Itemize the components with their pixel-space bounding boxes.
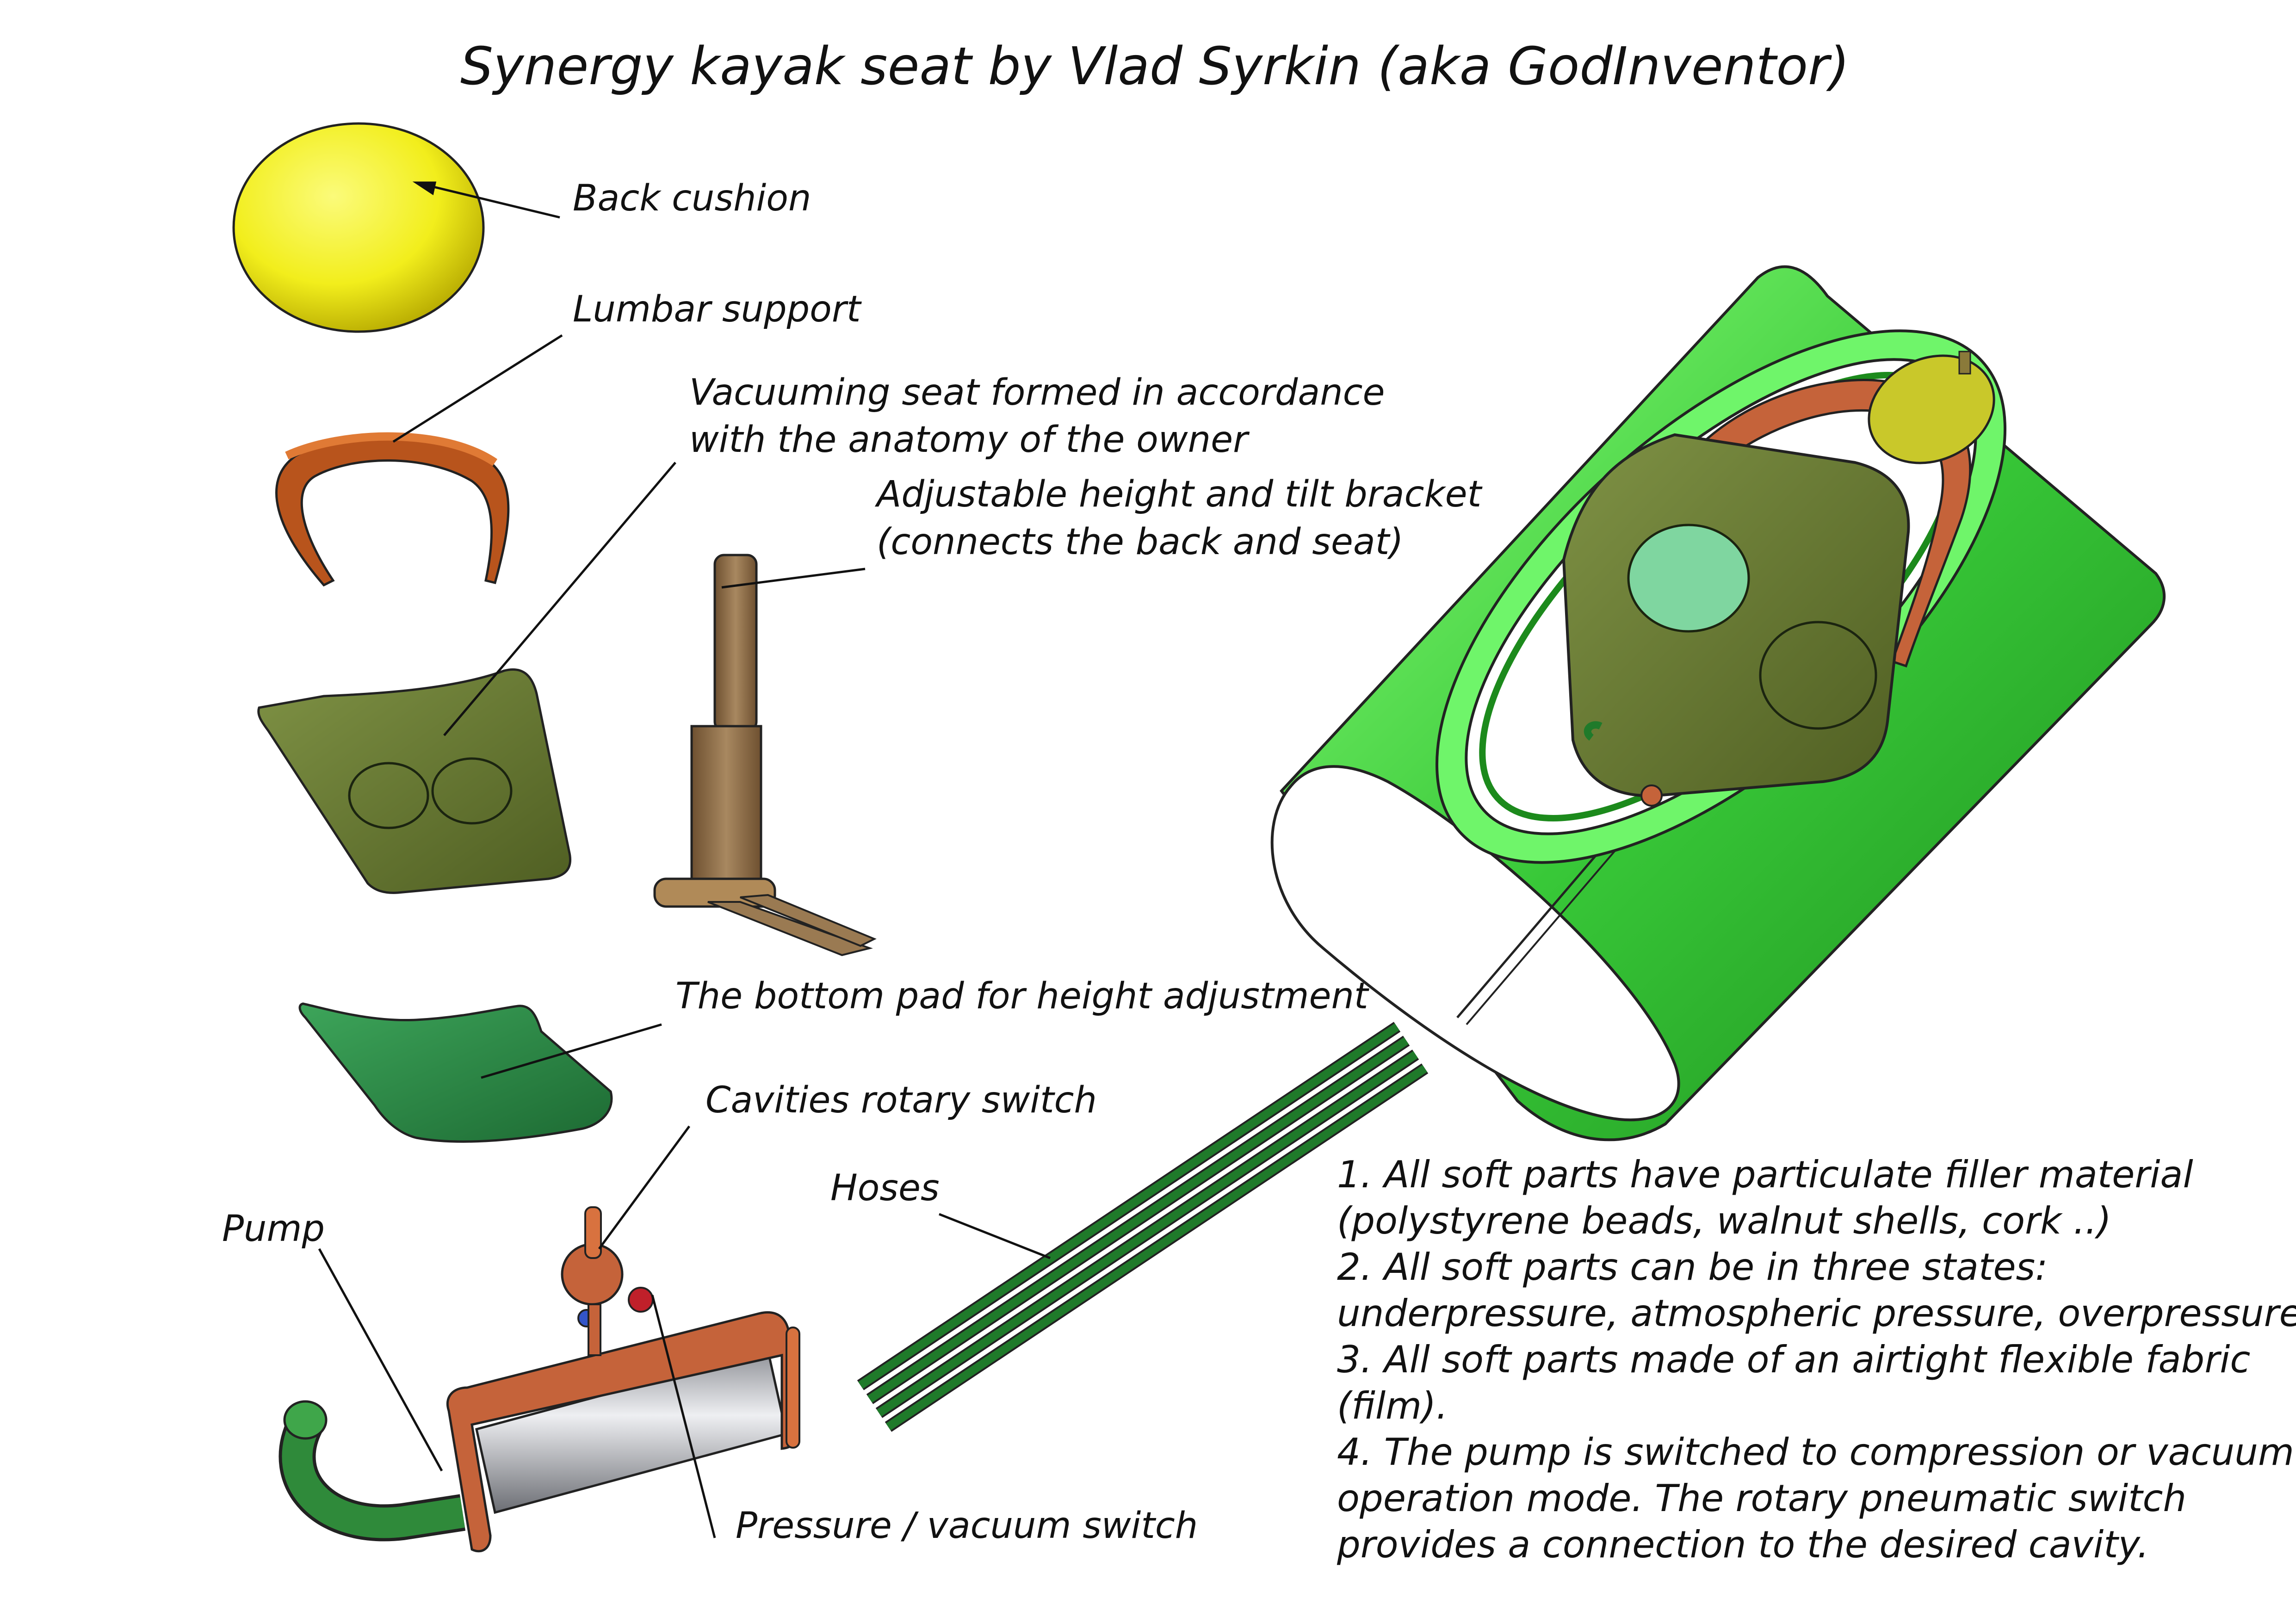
leader-lumbar [392, 334, 563, 443]
leader-pressure [651, 1295, 716, 1538]
leader-seat [443, 462, 676, 736]
leader-bracket [721, 568, 866, 589]
pump-part [278, 1206, 800, 1553]
label-lumbar-support: Lumbar support [573, 289, 861, 330]
leader-pad [481, 1023, 662, 1079]
label-hoses: Hoses [830, 1167, 940, 1209]
leader-back-cushion [416, 181, 560, 219]
leader-hoses [939, 1213, 1051, 1259]
label-bracket-1: Adjustable height and tilt bracket [877, 474, 1482, 515]
note-line: provides a connection to the desired cav… [1337, 1523, 2149, 1566]
note-line: 3. All soft parts made of an airtight fl… [1337, 1338, 2251, 1381]
label-pump: Pump [222, 1208, 325, 1250]
label-vacuum-seat-1: Vacuuming seat formed in accordance [689, 372, 1385, 413]
leader-lines [318, 181, 1051, 1538]
note-line: (polystyrene beads, walnut shells, cork … [1337, 1199, 2111, 1242]
arrow-back-cushion [412, 181, 437, 196]
note-line: operation mode. The rotary pneumatic swi… [1337, 1477, 2187, 1520]
bottom-pad-part [298, 1002, 613, 1143]
back-cushion-part [232, 122, 485, 333]
note-line: 2. All soft parts can be in three states… [1337, 1246, 2048, 1289]
leader-rotary [598, 1125, 691, 1250]
leader-pump [318, 1248, 443, 1472]
bracket-part [653, 554, 877, 957]
label-back-cushion: Back cushion [573, 178, 811, 219]
vacuum-seat-part [257, 668, 572, 894]
note-line: 4. The pump is switched to compression o… [1337, 1431, 2294, 1474]
label-vacuum-seat-2: with the anatomy of the owner [689, 419, 1248, 461]
lumbar-support-part [275, 432, 510, 587]
note-line: underpressure, atmospheric pressure, ove… [1337, 1292, 2296, 1335]
hoses-part [857, 1022, 1429, 1432]
label-bracket-2: (connects the back and seat) [877, 521, 1404, 563]
notes-block: 1. All soft parts have particulate fille… [1337, 1152, 2296, 1568]
note-line: (film). [1337, 1384, 1448, 1427]
label-rotary-switch: Cavities rotary switch [706, 1080, 1097, 1121]
label-pressure-switch: Pressure / vacuum switch [736, 1505, 1198, 1547]
diagram-title: Synergy kayak seat by Vlad Syrkin (aka G… [460, 37, 1850, 97]
kayak-assembly [1270, 265, 2166, 1142]
label-bottom-pad: The bottom pad for height adjustment [675, 975, 1368, 1017]
note-line: 1. All soft parts have particulate fille… [1337, 1153, 2193, 1196]
